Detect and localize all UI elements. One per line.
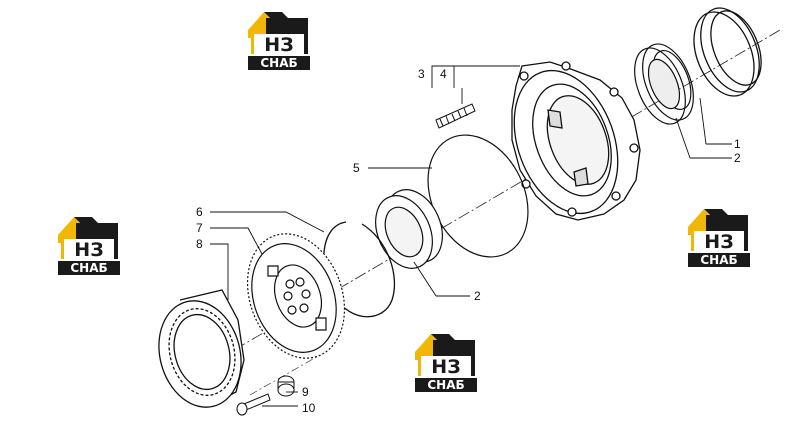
- watermark-logo-right: НЗ СНАБ: [688, 209, 750, 267]
- part-snap-ring: [323, 221, 396, 318]
- callout-9: 9: [302, 385, 309, 399]
- part-bushing: [277, 375, 295, 397]
- part-gear-carrier: [246, 233, 346, 359]
- watermark-logo-bottom: НЗ СНАБ: [415, 334, 477, 392]
- callout-2-upper: 2: [734, 151, 741, 165]
- part-bolt: [236, 393, 271, 416]
- leader-lines: [210, 65, 732, 407]
- watermark-word: СНАБ: [427, 378, 464, 392]
- watermark-word: СНАБ: [700, 253, 737, 267]
- part-bearing-lower: [375, 189, 443, 269]
- callout-7: 7: [196, 221, 203, 235]
- callout-5: 5: [353, 161, 360, 175]
- part-ring-gear: [158, 289, 245, 408]
- callout-8: 8: [196, 237, 203, 251]
- part-seal-ring: [693, 7, 762, 97]
- callout-10: 10: [302, 401, 316, 415]
- part-stud: [435, 103, 476, 129]
- part-wheel-hub: [511, 61, 641, 221]
- callout-2-lower: 2: [474, 289, 481, 303]
- watermark-mark: НЗ: [431, 356, 460, 378]
- watermark-logo-top: НЗ СНАБ: [248, 12, 310, 70]
- part-bearing-upper: [634, 43, 694, 125]
- watermark-word: СНАБ: [70, 261, 107, 275]
- watermark-word: СНАБ: [260, 56, 297, 70]
- bolt-axis: [249, 354, 321, 396]
- callout-3: 3: [418, 67, 425, 81]
- watermark-logo-left: НЗ СНАБ: [58, 217, 120, 275]
- callout-1: 1: [734, 137, 741, 151]
- callout-4: 4: [440, 67, 447, 81]
- callout-6: 6: [196, 205, 203, 219]
- watermark-mark: НЗ: [74, 239, 103, 261]
- watermark-mark: НЗ: [264, 34, 293, 56]
- watermark-mark: НЗ: [704, 231, 733, 253]
- callout-labels: 1 2 2 3 4 5 6 7 8 9 10: [196, 67, 741, 415]
